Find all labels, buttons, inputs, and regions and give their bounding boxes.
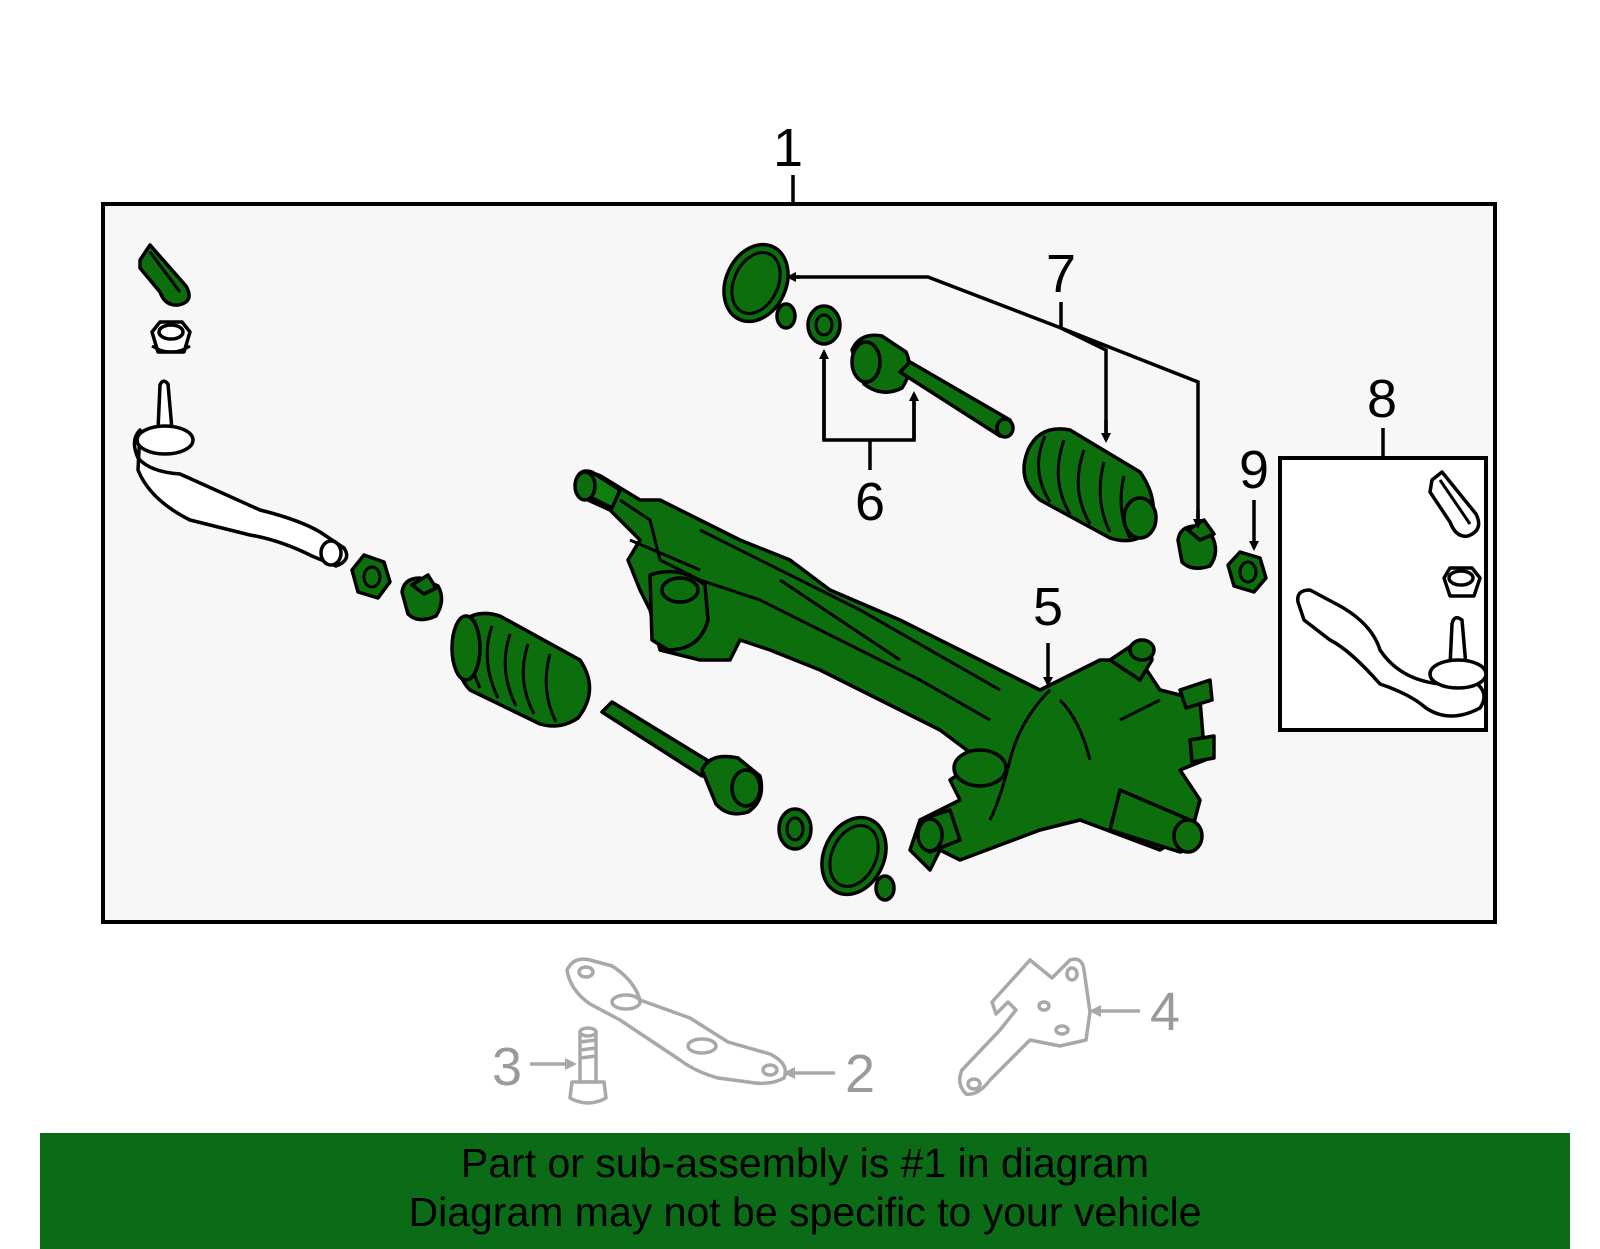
callout-7: 7 xyxy=(786,244,1203,529)
lock-washer-left xyxy=(777,807,813,851)
callout-4: 4 xyxy=(1089,982,1180,1042)
cotter-pin-right xyxy=(1428,470,1481,538)
callout-1: 1 xyxy=(773,118,803,204)
castle-nut-left xyxy=(150,320,192,354)
svg-text:9: 9 xyxy=(1239,440,1269,500)
lock-washer-right xyxy=(806,304,842,346)
callout-3: 3 xyxy=(492,1037,577,1097)
cotter-pin-left xyxy=(138,243,191,307)
callout-2: 2 xyxy=(783,1044,875,1104)
boot-left xyxy=(450,611,592,728)
castle-nut-right xyxy=(1442,566,1482,598)
boot-clamp-right xyxy=(1176,518,1218,570)
svg-text:5: 5 xyxy=(1033,577,1063,637)
bolt xyxy=(568,1026,608,1105)
svg-text:7: 7 xyxy=(1046,244,1076,304)
mounting-bracket xyxy=(565,957,788,1086)
boot-right xyxy=(1022,427,1158,543)
svg-text:2: 2 xyxy=(845,1044,875,1104)
svg-text:6: 6 xyxy=(855,472,885,532)
notice-banner: Part or sub-assembly is #1 in diagram Di… xyxy=(40,1133,1570,1249)
callout-5: 5 xyxy=(1033,577,1063,687)
notice-line-1: Part or sub-assembly is #1 in diagram xyxy=(460,1140,1150,1186)
svg-text:8: 8 xyxy=(1367,369,1397,429)
inner-tie-rod-left xyxy=(600,700,764,816)
steering-gear-housing xyxy=(573,469,1216,872)
callout-8: 8 xyxy=(1367,369,1397,458)
svg-text:3: 3 xyxy=(492,1037,522,1097)
callout-9: 9 xyxy=(1239,440,1269,551)
callout-6: 6 xyxy=(819,349,919,532)
dust-cover-right xyxy=(722,242,797,330)
notice-line-2: Diagram may not be specific to your vehi… xyxy=(408,1189,1202,1235)
jam-nut-left xyxy=(350,553,392,600)
tie-rod-end-right xyxy=(1296,588,1488,718)
inner-tie-rod-right xyxy=(850,333,1015,439)
boot-clamp-left xyxy=(400,573,444,622)
tie-rod-end-left xyxy=(132,379,349,568)
dust-cover-left xyxy=(820,815,896,902)
svg-text:1: 1 xyxy=(773,118,803,178)
jam-nut-right xyxy=(1226,550,1268,594)
reinforcement-bracket xyxy=(958,957,1092,1096)
svg-text:4: 4 xyxy=(1150,982,1180,1042)
